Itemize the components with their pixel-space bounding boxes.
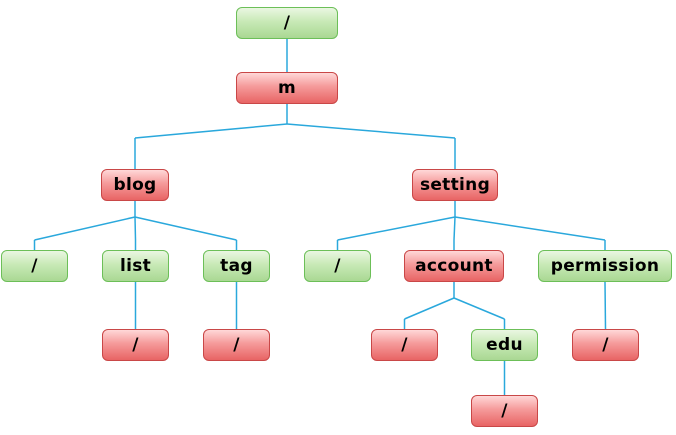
node-setting-slash-label: / <box>334 256 341 276</box>
node-setting-slash: / <box>304 250 371 282</box>
edge-branch-setting-setting_permission <box>454 216 606 241</box>
node-account-edu-label: edu <box>486 335 523 355</box>
node-setting-account-label: account <box>415 256 493 276</box>
node-setting: setting <box>412 169 498 201</box>
node-m-label: m <box>277 78 296 98</box>
edge-setting_permission-permission_slash <box>604 281 607 330</box>
node-blog-tag-label: tag <box>220 256 253 276</box>
node-tag-slash: / <box>203 329 270 361</box>
edge-branch-blog-blog_slash <box>34 216 136 241</box>
node-setting-permission: permission <box>538 250 672 282</box>
node-tag-slash-label: / <box>233 335 240 355</box>
node-account-slash: / <box>371 329 438 361</box>
node-account-slash-label: / <box>401 335 408 355</box>
edge-branch-m-setting <box>286 123 456 139</box>
node-m: m <box>236 72 338 104</box>
node-blog-list: list <box>102 250 169 282</box>
node-setting-label: setting <box>419 175 491 195</box>
node-edu-slash-label: / <box>501 401 508 421</box>
node-setting-permission-label: permission <box>550 256 660 276</box>
node-permission-slash-label: / <box>602 335 609 355</box>
edge-branch-setting_account-account_edu <box>453 297 505 320</box>
node-blog: blog <box>101 169 169 201</box>
node-root: / <box>236 7 338 39</box>
edge-branch-m-blog <box>134 123 288 139</box>
node-blog-tag: tag <box>203 250 270 282</box>
node-list-slash: / <box>102 329 169 361</box>
node-setting-account: account <box>404 250 504 282</box>
node-edu-slash: / <box>471 395 538 427</box>
node-account-edu: edu <box>471 329 538 361</box>
node-list-slash-label: / <box>132 335 139 355</box>
node-root-label: / <box>283 13 291 33</box>
node-blog-slash: / <box>1 250 68 282</box>
edge-branch-blog-blog_tag <box>134 216 237 241</box>
node-blog-label: blog <box>113 175 157 195</box>
node-blog-slash-label: / <box>31 256 38 276</box>
edge-branch-blog-blog_list <box>134 216 137 241</box>
node-blog-list-label: list <box>119 256 152 276</box>
edge-branch-setting_account-account_slash <box>404 297 455 320</box>
node-permission-slash: / <box>572 329 639 361</box>
edge-branch-setting-setting_account <box>453 216 456 241</box>
edge-branch-setting-setting_slash <box>337 216 456 241</box>
